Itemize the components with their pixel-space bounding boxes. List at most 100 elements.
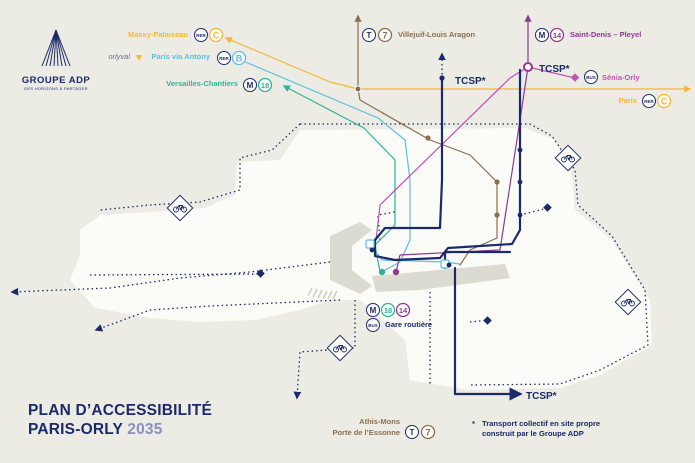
tcsp-navy-line-b [453, 266, 523, 401]
tcsp-label-bottom: TCSP* [526, 391, 557, 402]
footnote: * Transport collectif en site propre con… [472, 419, 600, 439]
metro-logo-icon [366, 303, 380, 317]
senia-endpoint-marker [570, 73, 580, 82]
bus-badge-senia: BUS [584, 70, 598, 84]
road-west-stub [377, 211, 396, 241]
metro-14-line [395, 14, 532, 273]
stop-dot [517, 179, 523, 185]
stop-dot [369, 247, 375, 253]
svg-text:M: M [370, 306, 377, 315]
svg-text:RER: RER [644, 99, 654, 104]
airport-land-area [70, 128, 652, 390]
svg-text:14: 14 [553, 31, 562, 40]
stop-dot [494, 212, 500, 218]
svg-text:18: 18 [261, 81, 269, 90]
tram-7-line [354, 14, 498, 266]
paris-label: Paris [619, 96, 637, 105]
title-line-2: PARIS-ORLY 2035 [28, 420, 212, 439]
bike-station-east [614, 288, 642, 316]
tram-7-badge-villejuif: T 7 [362, 27, 393, 43]
svg-text:C: C [661, 97, 668, 107]
logo-tagline: DES HORIZONS À PARTAGER [24, 86, 88, 91]
tcsp-label-top-right: TCSP* [539, 64, 570, 75]
svg-text:T: T [367, 31, 372, 40]
groupe-adp-logo: GROUPE ADP DES HORIZONS À PARTAGER [20, 28, 92, 91]
svg-text:RER: RER [196, 33, 206, 38]
athis-mons-label: Athis-Mons [359, 417, 400, 426]
stop-dot [392, 268, 400, 276]
orlyval-brand-label: orlyval [108, 52, 130, 61]
stop-dot [494, 179, 500, 185]
svg-text:BUS: BUS [368, 323, 378, 328]
logo-brand-prefix: GROUPE [21, 75, 69, 86]
metro-logo-icon [535, 28, 549, 42]
svg-text:7: 7 [382, 31, 387, 41]
metro-logo-icon [243, 78, 257, 92]
stop-dot [523, 62, 533, 72]
senia-orly-line [527, 66, 576, 79]
bike-station-south [326, 334, 354, 362]
road-end-marker [483, 316, 492, 325]
svg-text:M: M [247, 81, 254, 90]
svg-text:14: 14 [399, 306, 408, 315]
footnote-line-1: Transport collectif en site propre [482, 419, 601, 428]
road-east-stub [519, 207, 549, 216]
road-south [293, 300, 356, 400]
versailles-chantiers-label: Versailles-Chantiers [166, 79, 238, 88]
tram-logo-icon [405, 425, 419, 439]
svg-text:B: B [236, 54, 243, 64]
rer-c-line [224, 36, 692, 93]
bicycle-icon [173, 205, 187, 213]
stop-square [365, 239, 375, 249]
bus-logo-icon [366, 318, 380, 332]
rer-c-badge-massy: RER C [194, 27, 224, 43]
stop-dot [354, 85, 362, 93]
svg-text:T: T [410, 428, 415, 437]
stop-dot [425, 135, 431, 141]
road-end-marker [256, 269, 265, 278]
bike-station-west [166, 194, 194, 222]
bus-logo-icon [584, 70, 598, 84]
svg-text:RER: RER [219, 56, 229, 61]
stop-dot [439, 75, 445, 81]
svg-text:BUS: BUS [586, 75, 596, 80]
orlyval-wing-icon [136, 55, 142, 61]
footnote-line-2: construit par le Groupe ADP [482, 429, 584, 438]
rer-logo-icon [217, 51, 231, 65]
tcsp-navy-line-a [373, 68, 522, 262]
stop-dot [517, 147, 523, 153]
title-line-1: PLAN D’ACCESSIBILITÉ [28, 402, 212, 419]
bike-stations [166, 144, 642, 362]
tcsp-label-top-left: TCSP* [455, 76, 486, 87]
road-east-stub-2 [469, 319, 489, 323]
adp-logo-icon [41, 29, 71, 67]
parking-hatching [307, 287, 338, 300]
bike-station-northeast [554, 144, 582, 172]
terminal-building [330, 222, 372, 294]
rer-logo-icon [642, 94, 656, 108]
stop-dot [517, 212, 523, 218]
transit-lines [224, 14, 692, 401]
badges: RER C RER B M 18 T 7 M 14 [194, 27, 672, 440]
villejuif-label: Villejuif-Louis Aragon [398, 30, 476, 39]
stops [354, 62, 580, 276]
title-line-2-prefix: PARIS-ORLY [28, 421, 128, 438]
saint-denis-label: Saint-Denis – Pleyel [570, 30, 641, 39]
rer-b-badge-antony: RER B [217, 50, 247, 66]
bicycle-icon [621, 299, 635, 307]
svg-text:C: C [213, 31, 220, 41]
logo-brand-adp: ADP [68, 75, 91, 86]
svg-text:7: 7 [425, 428, 430, 438]
svg-text:M: M [539, 31, 546, 40]
paris-via-antony-label: Paris via Antony [152, 52, 211, 61]
tram-7-badge-athis: T 7 [405, 424, 436, 440]
road-west-small [89, 273, 263, 276]
stop-dot [446, 262, 452, 268]
senia-orly-label: Sénia-Orly [602, 73, 640, 82]
rer-b-orlyval-line [234, 56, 411, 271]
stop-dot [378, 268, 386, 276]
metro-14-badge-saint-denis: M 14 [535, 27, 565, 43]
terminal-pier [372, 264, 510, 292]
